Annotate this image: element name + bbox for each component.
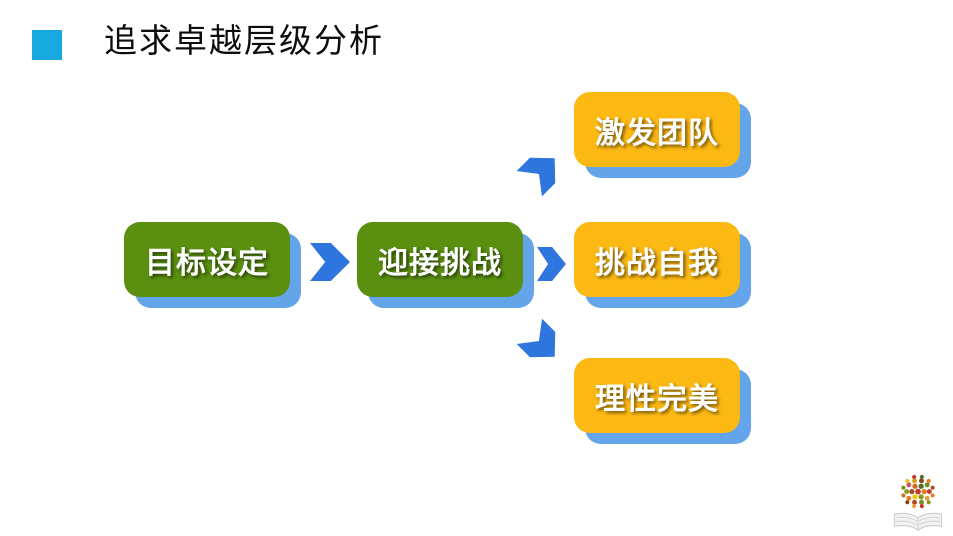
slide-title: 追求卓越层级分析	[104, 22, 384, 59]
node-inspire-team: 激发团队	[574, 92, 740, 167]
logo-svg	[893, 474, 943, 532]
open-book-knowledge-tree-logo	[888, 468, 948, 534]
node-goal-setting-label: 目标设定	[145, 246, 269, 280]
arrow-right-icon	[537, 247, 566, 281]
node-meet-challenge: 迎接挑战	[357, 222, 523, 297]
node-rational-perfection: 理性完美	[574, 358, 740, 433]
arrow-down-right-icon	[517, 319, 568, 370]
node-meet-challenge-label: 迎接挑战	[378, 246, 502, 280]
title-bullet-square	[32, 30, 62, 60]
node-challenge-self: 挑战自我	[574, 222, 740, 297]
arrow-right-icon	[310, 243, 350, 281]
node-inspire-team-label: 激发团队	[595, 116, 719, 150]
node-goal-setting: 目标设定	[124, 222, 290, 297]
node-rational-perfection-label: 理性完美	[595, 382, 719, 416]
node-challenge-self-label: 挑战自我	[595, 246, 719, 280]
arrow-up-right-icon	[517, 146, 568, 197]
